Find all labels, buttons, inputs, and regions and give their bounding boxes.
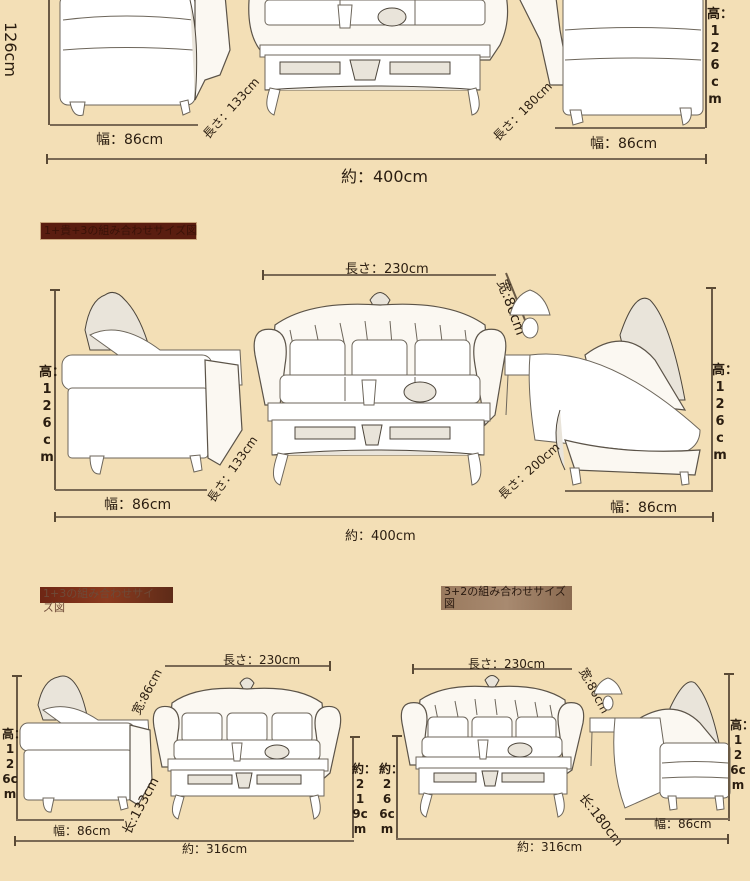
depth-total-line: [352, 736, 354, 838]
total-label: 約：316cm: [182, 842, 248, 856]
width-line-left: [16, 819, 124, 821]
height-line-right: [705, 0, 707, 128]
sofa-length-line: [165, 665, 331, 667]
lamp-side-table-sketch: [504, 289, 551, 416]
width-label-left: 幅：86cm: [53, 824, 111, 838]
total-line: [54, 516, 714, 518]
sofa-length-line: [262, 274, 496, 276]
height-label-right: 高：126cm: [730, 718, 750, 792]
height-line-left: [16, 675, 18, 820]
sofa-length-label: 長さ：230cm: [468, 657, 546, 671]
height-line-right: [728, 673, 730, 821]
depth-total-line: [396, 735, 398, 838]
width-label-right: 幅：86cm: [610, 500, 678, 516]
total-label: 約：400cm: [341, 167, 428, 186]
width-label-right: 幅：86cm: [654, 817, 712, 831]
sofa-length-tick-left: [262, 270, 264, 280]
height-line-left: [48, 0, 50, 125]
section-title-text: 1+貴+3の組み合わせサイズ図: [44, 224, 198, 237]
sofa-length-tick-left: [412, 664, 414, 674]
sofa-length-label: 長さ：230cm: [345, 262, 429, 277]
chaise-sketch-right: [519, 0, 704, 126]
chaise-sketch: [613, 681, 731, 811]
total-line-right: [330, 158, 705, 160]
sofa-length-tick-right: [329, 661, 331, 671]
depth-total-label: 約：219cm: [352, 762, 377, 836]
total-tick-left: [46, 154, 48, 164]
height-line-right: [711, 288, 713, 491]
total-line: [46, 158, 331, 160]
width-label-right: 幅：86cm: [590, 136, 658, 152]
height-tick-top-right: [724, 673, 734, 675]
total-label: 約：316cm: [517, 840, 583, 854]
height-label-left: 126cm: [1, 22, 20, 77]
depth-total-tick: [392, 735, 402, 737]
section-title-text: 3+2の組み合わせサイズ図: [444, 585, 566, 610]
depth-total-tick: [350, 736, 360, 738]
sofa-sketch: [152, 677, 342, 820]
width-line-right: [555, 127, 705, 129]
height-label-right: 高：126cm: [707, 7, 734, 107]
width-label-left: 幅：86cm: [96, 132, 164, 148]
armchair-sketch: [61, 291, 243, 475]
height-label-right: 高：126cm: [712, 363, 739, 463]
section-title: 3+2の組み合わせサイズ図: [441, 586, 572, 610]
height-tick-top-left: [50, 289, 60, 291]
sofa-table-sketch-top: [248, 0, 509, 116]
total-tick-right: [712, 512, 714, 522]
sofa-sketch: [253, 292, 507, 486]
width-line-right: [625, 818, 730, 820]
total-tick-right: [727, 834, 729, 844]
section-title: 1+3の組み合わせサイズ図: [40, 587, 173, 614]
height-label-left: 高：126cm: [39, 365, 66, 465]
depth-total-label: 約：266cm: [379, 762, 404, 836]
total-tick-left: [54, 512, 56, 522]
height-label-left: 高：126cm: [2, 727, 27, 801]
armchair-sketch-left: [59, 0, 231, 116]
total-label: 約：400cm: [345, 529, 416, 544]
height-line-left: [54, 290, 56, 490]
chaise-sketch: [528, 297, 701, 486]
total-tick-right: [705, 154, 707, 164]
height-tick-top-right: [706, 287, 716, 289]
sofa-length-label: 長さ：230cm: [223, 653, 301, 667]
height-tick-top-left: [12, 675, 22, 677]
total-line: [396, 838, 729, 840]
total-tick-left: [14, 836, 16, 846]
armchair-sketch: [19, 675, 153, 813]
sofa-length-line: [412, 668, 572, 670]
total-line: [14, 840, 354, 842]
section-title: 1+貴+3の組み合わせサイズ図: [40, 222, 197, 240]
width-line-right: [565, 490, 713, 492]
section-title-text: 1+3の組み合わせサイズ図: [43, 587, 155, 614]
width-label-left: 幅：86cm: [104, 497, 172, 513]
width-line-left: [50, 124, 198, 126]
sofa-sketch: [400, 675, 585, 818]
width-line-left: [55, 489, 207, 491]
